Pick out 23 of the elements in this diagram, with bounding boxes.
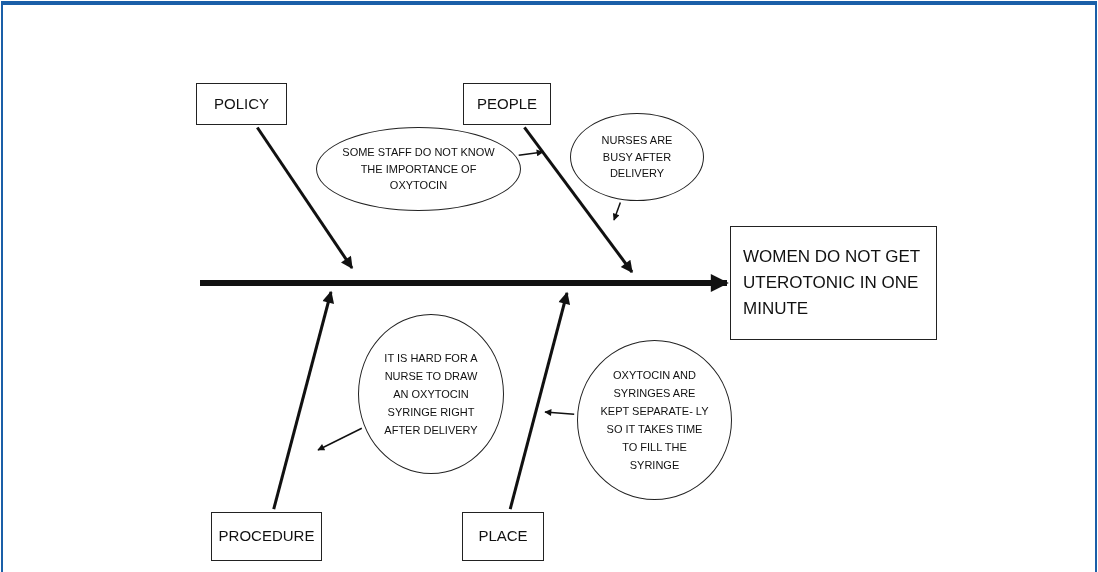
node-text: PLACE [478,526,528,547]
node-text: PEOPLE [477,93,537,114]
arrow [317,427,363,451]
category-box [462,512,544,561]
category-box [196,83,287,125]
category-box [211,512,322,561]
arrow [517,149,544,157]
node-text: SOME STAFF DO NOT KNOW THE IMPORTANCE OF OXYTOCIN [341,145,496,194]
category-box [463,83,551,125]
node-text: POLICY [214,93,269,114]
arrow [200,274,729,292]
problem-box [730,226,937,340]
node-text: NURSES ARE BUSY AFTER DELIVERY [600,133,674,182]
arrow [544,408,575,416]
node-text: PROCEDURE [218,526,315,547]
arrow [612,201,622,221]
node-text: OXYTOCIN AND SYRINGES ARE KEPT SEPARATE- LY SO IT TAKES TIME TO FILL THE SYRINGE [599,368,710,473]
arrow [256,126,354,269]
arrow [272,290,335,510]
arrow [523,126,634,273]
arrow [508,291,571,510]
node-text: WOMEN DO NOT GET UTEROTONIC IN ONE MINUTE [742,246,921,320]
node-text: IT IS HARD FOR A NURSE TO DRAW AN OXYTOCIN SYRINGE RIGHT AFTER DELIVERY [383,351,479,438]
